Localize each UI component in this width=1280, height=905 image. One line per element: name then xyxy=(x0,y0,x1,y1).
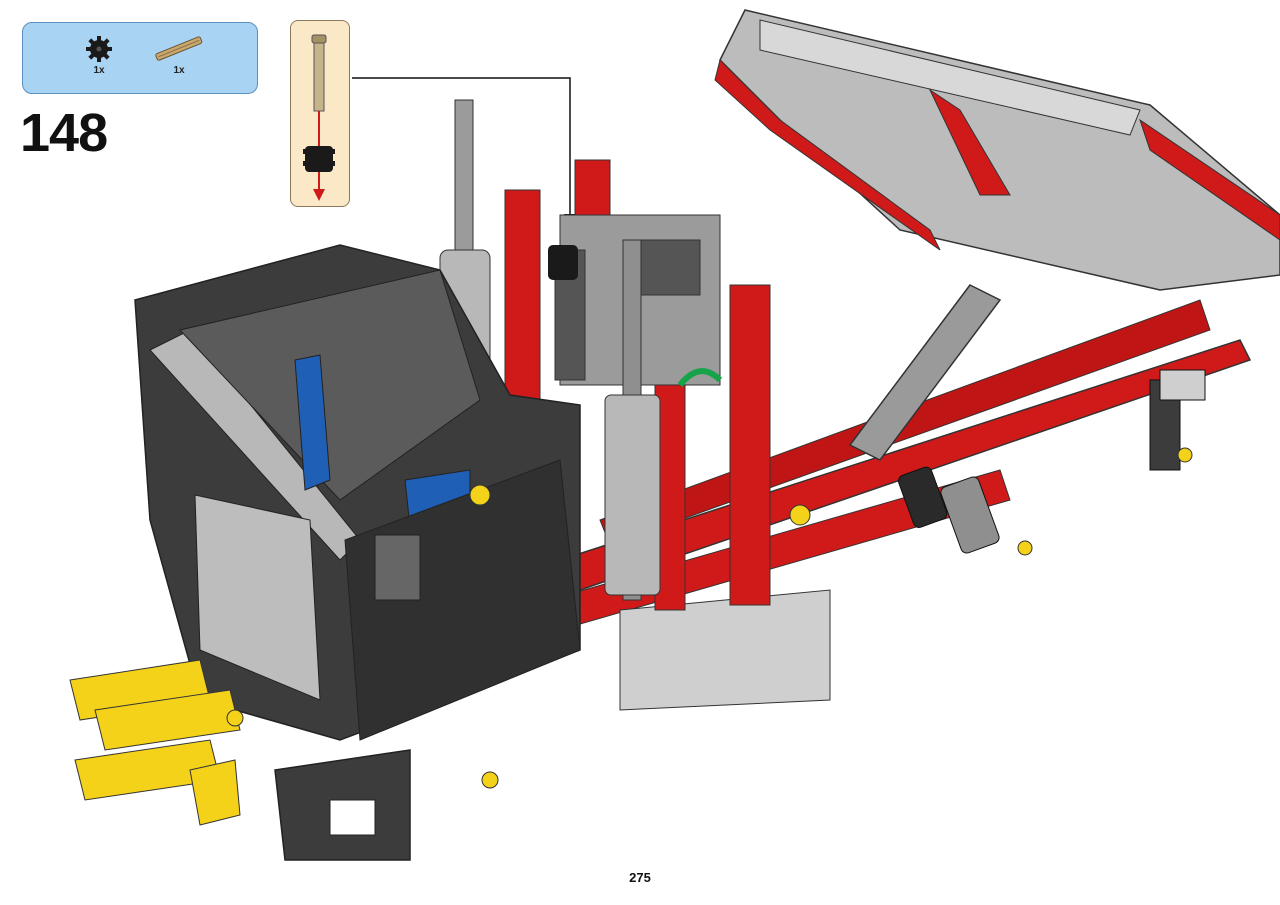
part-qty: 1x xyxy=(173,65,185,76)
truck-cab xyxy=(134,244,581,741)
yellow-pins xyxy=(226,447,1193,789)
callout-line xyxy=(352,77,571,222)
tan-axle-icon xyxy=(155,36,203,61)
sub-assembly-diagram xyxy=(303,34,335,201)
parts-list-callout: 1x 1x xyxy=(22,22,258,94)
rotation-arrow-icon xyxy=(677,368,723,387)
arrow-head-icon xyxy=(313,189,325,201)
axle-pins xyxy=(897,369,1206,554)
part-axle: 1x xyxy=(151,35,207,76)
step-number: 148 xyxy=(20,103,108,163)
hydraulic-cylinder xyxy=(848,284,1002,461)
part-gear: 1x xyxy=(85,35,113,76)
page-number: 275 xyxy=(629,870,651,885)
front-bumper xyxy=(69,659,411,861)
sub-assembly-callout xyxy=(290,20,350,207)
grille xyxy=(194,494,321,701)
black-gear-icon xyxy=(303,146,335,172)
part-qty: 1x xyxy=(93,65,105,76)
black-gear-icon xyxy=(86,36,112,62)
dump-bed xyxy=(714,9,1280,291)
